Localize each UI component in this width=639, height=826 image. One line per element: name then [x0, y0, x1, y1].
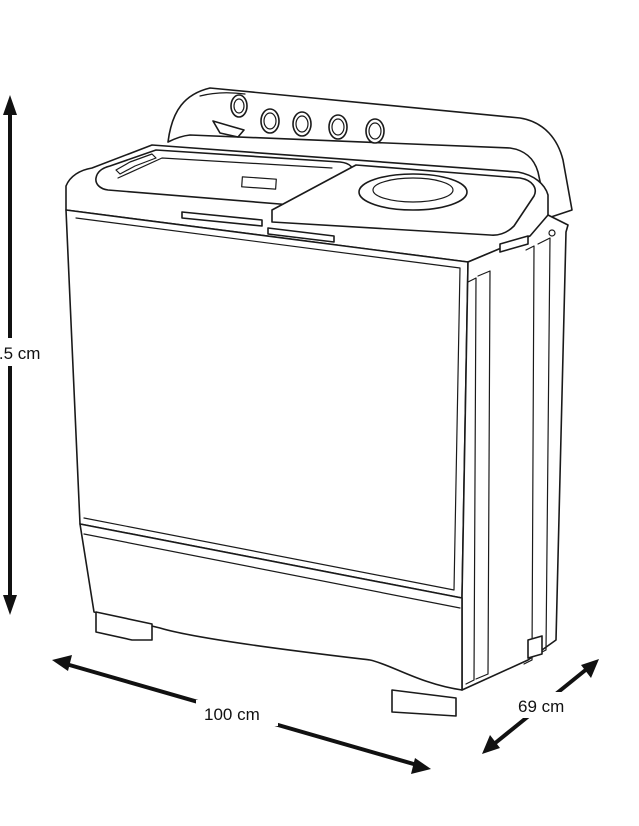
width-arrow-right-head — [411, 758, 431, 774]
depth-arrow-upper-head — [581, 659, 599, 678]
spin-lid-grip — [267, 227, 335, 243]
height-arrow-top-head — [3, 95, 17, 115]
selector-lever — [212, 120, 245, 138]
wash-lid-window — [241, 176, 277, 190]
control-panel-inner-edge — [199, 92, 246, 97]
width-arrow-left-head — [52, 655, 72, 671]
height-label: 85.5 cm — [0, 344, 40, 363]
width-label: 100 cm — [204, 705, 260, 724]
side-groove-2 — [475, 270, 491, 680]
front-right-foot — [391, 689, 457, 717]
depth-label: 69 cm — [518, 697, 564, 716]
knob-2-inner — [263, 112, 277, 130]
side-groove-1 — [465, 277, 477, 685]
back-right-foot — [527, 635, 543, 659]
front-left-foot — [95, 611, 153, 641]
side-groove-3 — [523, 245, 535, 665]
depth-label-background — [512, 692, 578, 718]
width-label-background — [196, 700, 278, 726]
timer-knob-1 — [230, 94, 248, 118]
width-dimension: 100 cm — [52, 655, 431, 774]
spin-tub-cap — [358, 173, 468, 211]
knob-5-inner — [368, 122, 382, 140]
depth-arrow-lower-head — [482, 735, 500, 754]
side-hose-connector — [548, 229, 556, 237]
height-label-background — [0, 338, 70, 366]
washing-machine — [65, 87, 573, 717]
wash-lid-inner-edge — [117, 157, 333, 179]
knob-4-inner — [331, 118, 345, 136]
spin-tub-cap-inner — [372, 177, 454, 203]
depth-dimension: 69 cm — [482, 659, 599, 754]
side-handle — [499, 235, 529, 253]
height-dimension: 85.5 cm — [0, 95, 70, 615]
timer-knob-1-inner — [233, 98, 245, 114]
base-plinth — [79, 523, 463, 691]
wash-lid-grip — [181, 211, 263, 227]
cabinet-front-inner — [75, 217, 461, 591]
wash-lid-handle — [115, 153, 157, 175]
height-arrow-bottom-head — [3, 595, 17, 615]
knob-3-inner — [295, 115, 309, 133]
cabinet-side — [461, 214, 569, 691]
base-plinth-top-line — [83, 533, 461, 609]
